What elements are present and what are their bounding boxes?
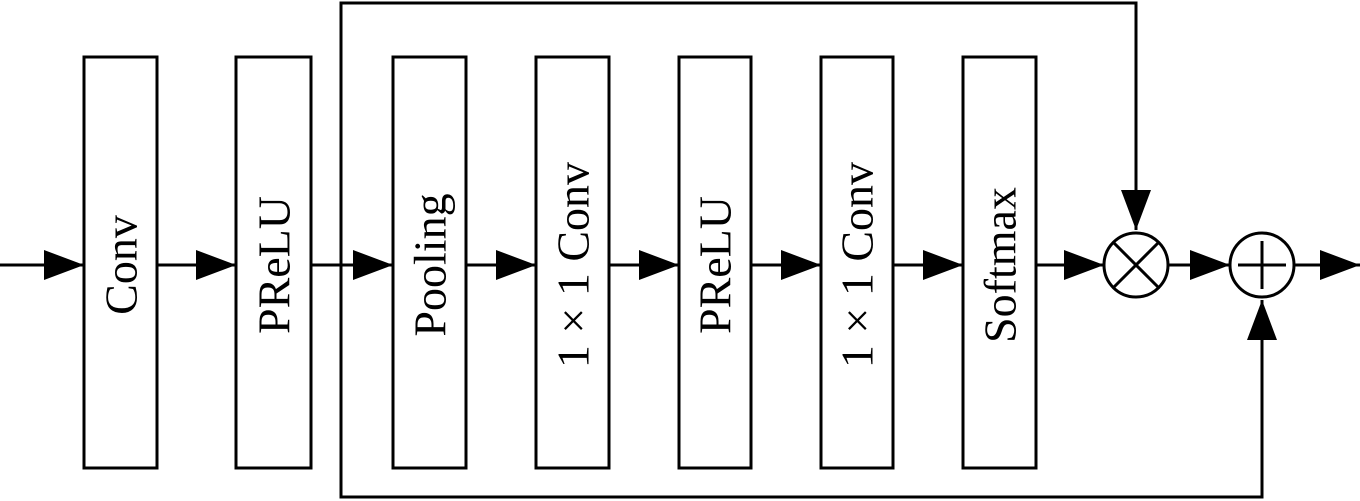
block-label: Conv	[96, 215, 147, 315]
block-softmax: Softmax	[961, 55, 1038, 470]
block-label: PReLU	[249, 196, 300, 334]
block-label: 1 × 1 Conv	[832, 162, 883, 368]
block-label: PReLU	[690, 196, 741, 334]
block-prelu-1: PReLU	[234, 55, 313, 470]
skip-connection-top	[339, 1, 1151, 265]
add-operator: ⊕	[1228, 231, 1296, 299]
block-1x1-conv-b: 1 × 1 Conv	[819, 55, 895, 470]
multiply-cross-b	[1111, 240, 1161, 290]
block-conv: Conv	[82, 55, 159, 470]
block-label: Softmax	[975, 187, 1026, 343]
block-prelu-2: PReLU	[677, 55, 753, 470]
block-pooling: Pooling	[391, 55, 468, 470]
multiply-operator: ⊗	[1102, 231, 1170, 299]
block-1x1-conv-a: 1 × 1 Conv	[534, 55, 611, 470]
block-label: Pooling	[405, 193, 456, 336]
skip-connection-bottom	[339, 265, 1277, 499]
block-label: 1 × 1 Conv	[548, 162, 599, 368]
